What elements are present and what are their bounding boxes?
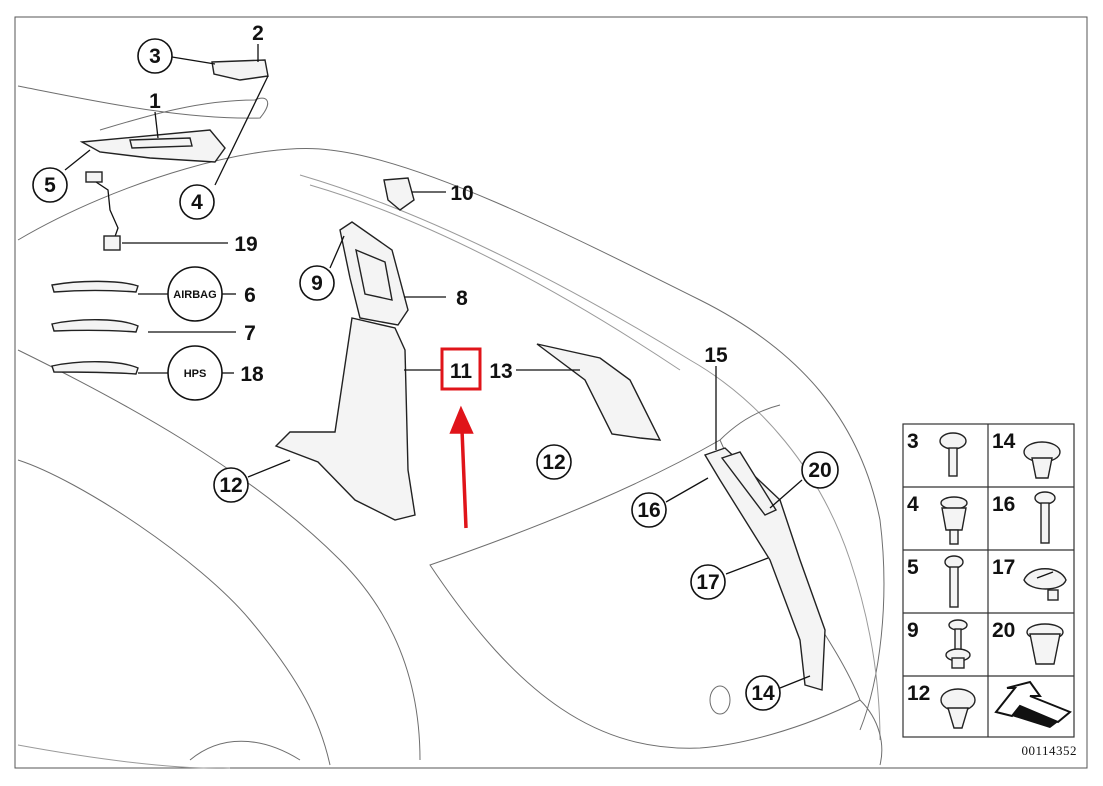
callout-3: 3	[137, 38, 216, 74]
callout-16: 16	[631, 477, 709, 528]
callout-9: 9	[299, 235, 345, 301]
callout-5: 5	[32, 149, 91, 203]
part-19-wire	[85, 171, 121, 251]
part-10-clip	[383, 177, 415, 211]
clip-nut-icon	[940, 496, 968, 545]
table-cell-16: 16	[992, 493, 1015, 516]
callout-16-label: 16	[637, 499, 660, 522]
callout-12-left: 12	[213, 459, 291, 503]
screw-icon-16	[1034, 491, 1056, 544]
callout-12-right-label: 12	[542, 451, 565, 474]
grommet-icon	[1026, 623, 1064, 665]
part-8-upper-pillar	[339, 221, 409, 326]
callout-1: 1	[149, 90, 161, 139]
part-11-b-pillar	[274, 317, 416, 521]
callout-17: 17	[690, 557, 769, 600]
table-cell-4: 4	[907, 493, 919, 516]
callout-15-label: 15	[704, 344, 728, 367]
table-cell-3: 3	[907, 430, 919, 453]
callout-6: AIRBAG 6	[138, 266, 256, 322]
callout-5-label: 5	[44, 174, 56, 197]
callout-7-label: 7	[244, 322, 256, 345]
callout-18: HPS 18	[138, 345, 264, 401]
callout-7: 7	[148, 322, 256, 345]
direction-arrow-icon	[994, 680, 1072, 728]
callout-10: 10	[412, 182, 474, 205]
table-cell-17: 17	[992, 556, 1015, 579]
airbag-label: AIRBAG	[173, 289, 216, 301]
table-cell-14: 14	[992, 430, 1016, 453]
part-2-3-clip	[211, 59, 269, 81]
callout-12-left-label: 12	[219, 474, 242, 497]
cap-icon	[1023, 568, 1067, 601]
callout-2: 2	[252, 22, 264, 62]
callout-11-label: 11	[450, 360, 473, 383]
callout-13-label: 13	[489, 360, 512, 383]
part-1-upper-trim	[79, 129, 226, 163]
callout-20-label: 20	[808, 459, 831, 482]
callout-19: 19	[122, 233, 258, 256]
part-7-trim	[51, 319, 139, 333]
table-cell-9: 9	[907, 619, 919, 642]
callout-10-label: 10	[450, 182, 473, 205]
callout-6-label: 6	[244, 284, 256, 307]
part-6-trim	[51, 280, 139, 293]
callout-8: 8	[404, 287, 468, 310]
table-cell-20: 20	[992, 619, 1015, 642]
callout-20: 20	[769, 451, 839, 509]
car-body-outline	[17, 85, 885, 769]
callout-4: 4	[179, 75, 269, 220]
rivet-icon	[945, 619, 971, 669]
callout-12-right: 12	[536, 444, 572, 480]
table-cell-12: 12	[907, 682, 930, 705]
callout-3-label: 3	[149, 45, 161, 68]
part-18-trim	[51, 361, 139, 375]
callout-4-label: 4	[191, 191, 203, 214]
expansion-clip-icon	[1023, 441, 1061, 479]
callout-19-label: 19	[234, 233, 257, 256]
callout-11: 11	[404, 347, 482, 391]
callout-8-label: 8	[456, 287, 468, 310]
trim-clip-icon	[940, 688, 976, 729]
part-13-trim	[536, 343, 662, 441]
callout-9-label: 9	[311, 272, 323, 295]
callout-14-label: 14	[751, 682, 775, 705]
callout-15: 15	[704, 344, 728, 450]
callout-17-label: 17	[696, 571, 719, 594]
callout-2-label: 2	[252, 22, 264, 45]
callout-18-label: 18	[240, 363, 264, 386]
highlight-arrow	[449, 405, 474, 529]
callout-1-label: 1	[149, 90, 161, 113]
callout-14: 14	[745, 675, 811, 711]
fastener-table: 3 14 4 16 5 17 9 20 12	[902, 423, 1075, 738]
table-cell-5: 5	[907, 556, 919, 579]
callout-11-highlight-box	[440, 347, 482, 391]
screw-icon-5	[944, 555, 964, 608]
part-15-17-c-pillar	[703, 447, 826, 691]
push-pin-icon	[939, 432, 967, 477]
callout-13: 13	[489, 360, 580, 383]
diagram-frame	[14, 16, 1088, 769]
drawing-number: 00114352	[1021, 743, 1077, 758]
hps-label: HPS	[184, 368, 207, 380]
